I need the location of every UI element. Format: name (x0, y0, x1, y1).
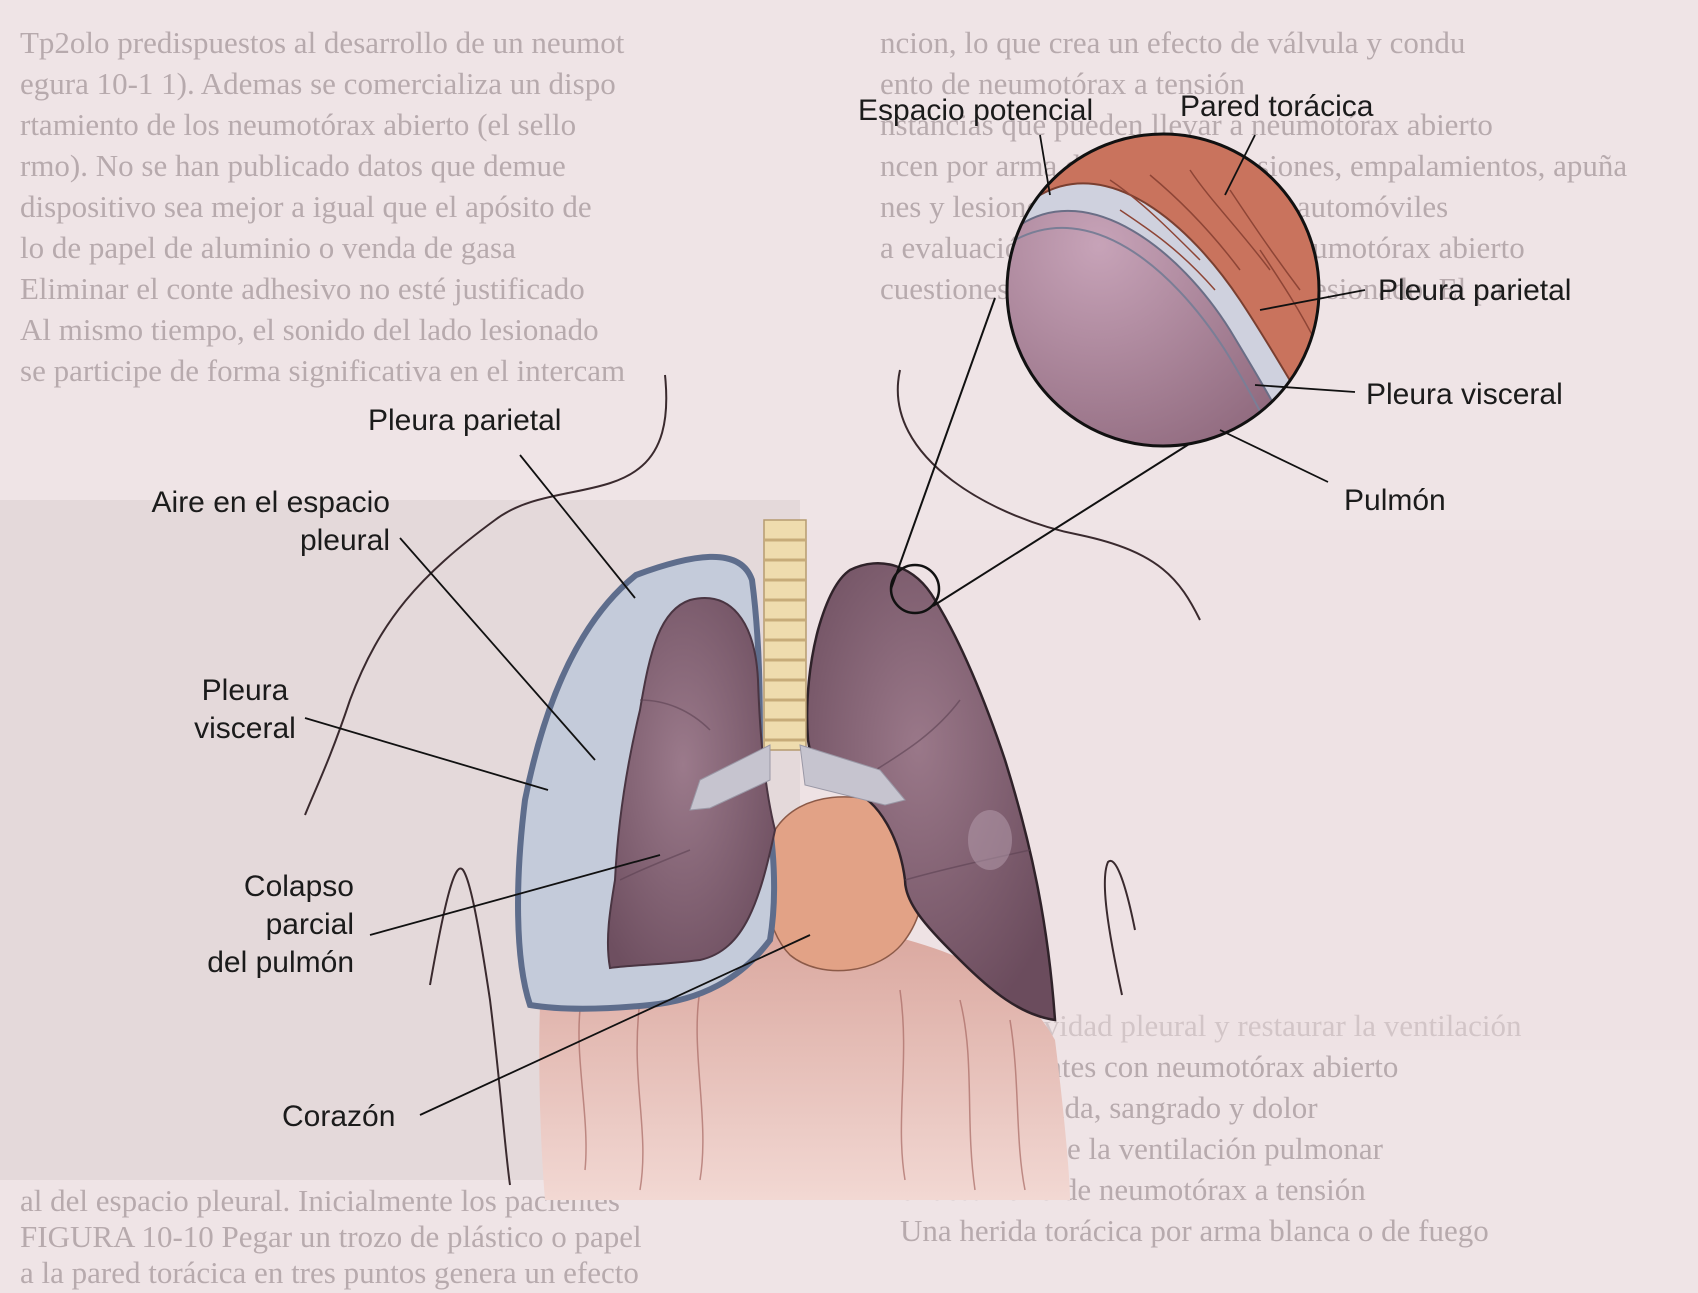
inset-magnified-view (1000, 130, 1330, 460)
label-aire-line2: pleural (100, 522, 390, 560)
pointer-pulmon (1220, 430, 1328, 482)
label-colapso-line1: Colapso (160, 868, 354, 906)
trachea (764, 520, 806, 750)
label-pleura-visceral-line2: visceral (170, 710, 320, 748)
label-pleura-visceral-line1: Pleura (170, 672, 320, 710)
label-colapso-parcial: Colapso parcial del pulmón (160, 868, 354, 982)
label-pleura-parietal-inset: Pleura parietal (1378, 272, 1571, 310)
label-pulmon: Pulmón (1344, 482, 1446, 520)
label-aire-line1: Aire en el espacio (100, 484, 390, 522)
label-pleura-visceral-inset: Pleura visceral (1366, 376, 1563, 414)
label-pleura-visceral-main: Pleura visceral (170, 672, 320, 748)
label-espacio-potencial: Espacio potencial (858, 92, 1093, 130)
label-colapso-line2: parcial (160, 906, 354, 944)
label-colapso-line3: del pulmón (160, 944, 354, 982)
label-pared-toracica: Pared torácica (1180, 88, 1373, 126)
label-aire-espacio-pleural: Aire en el espacio pleural (100, 484, 390, 560)
label-pleura-parietal-main: Pleura parietal (368, 402, 561, 440)
lung-highlight (968, 810, 1012, 870)
label-corazon: Corazón (282, 1098, 395, 1136)
